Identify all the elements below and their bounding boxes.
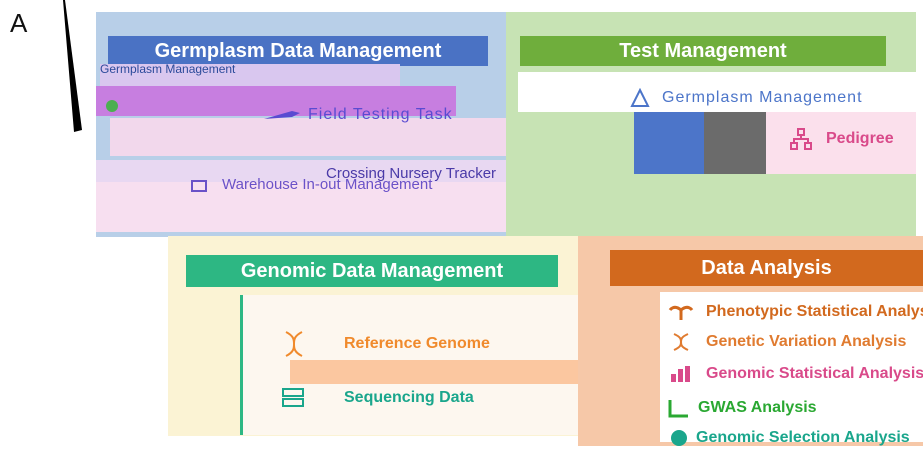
bracket-mark <box>63 0 82 132</box>
germplasm-panel-header: Germplasm Data Management <box>108 36 488 66</box>
figure-label: A <box>10 8 28 38</box>
analysis-panel-header: Data Analysis <box>610 250 923 286</box>
genomic-item[interactable]: Sequencing Data <box>280 386 474 410</box>
warehouse-label: Warehouse In-out Management <box>222 176 433 193</box>
analysis-item[interactable]: Genetic Variation Analysis <box>668 332 906 352</box>
dna-icon <box>668 332 694 352</box>
genomic-statistical-label: Genomic Statistical Analysis <box>706 365 923 382</box>
server-icon <box>280 386 308 410</box>
test-inner-block <box>704 112 766 174</box>
test-item[interactable]: Pedigree <box>790 128 894 150</box>
analysis-item[interactable]: Genomic Selection Analysis <box>668 428 910 448</box>
germplasm-item[interactable]: Crossing Nursery Tracker <box>96 165 496 182</box>
test-item[interactable]: Germplasm Management <box>628 88 863 108</box>
pedigree-label: Pedigree <box>826 130 894 147</box>
warehouse-icon <box>190 177 210 193</box>
plant-icon <box>668 302 694 322</box>
analysis-item[interactable]: Genomic Statistical Analysis <box>668 364 923 384</box>
dna-icon <box>280 330 308 358</box>
analysis-item[interactable]: Phenotypic Statistical Analysis <box>668 302 923 322</box>
sitemap-icon <box>790 128 812 150</box>
germplasm-item[interactable] <box>104 98 126 114</box>
chart-icon <box>668 364 694 384</box>
selection-icon <box>668 428 690 448</box>
germplasm-inner-band <box>110 118 530 156</box>
genetic-variation-label: Genetic Variation Analysis <box>706 333 907 350</box>
test-inner-block <box>634 112 704 174</box>
flask-icon <box>628 88 652 108</box>
rocket-icon <box>262 107 302 123</box>
chart-icon <box>668 398 690 418</box>
germplasm-item[interactable]: Field Testing Task <box>262 106 453 124</box>
germplasm-inner-band <box>96 86 456 116</box>
crossing-nursery-label: Crossing Nursery Tracker <box>326 165 497 182</box>
field-testing-task-label: Field Testing Task <box>308 106 453 123</box>
genomic-selection-label: Genomic Selection Analysis <box>696 429 910 446</box>
germplasm-inner-band <box>100 64 400 86</box>
genomic-panel-header: Genomic Data Management <box>186 255 558 287</box>
genomic-item[interactable]: Reference Genome <box>280 330 490 358</box>
germplasm-subtitle: Germplasm Management <box>100 62 236 76</box>
test-inner-block <box>518 72 916 112</box>
germplasm-inner-band <box>96 160 516 182</box>
analysis-inner-box <box>660 292 923 442</box>
gwas-label: GWAS Analysis <box>698 399 817 416</box>
phenotypic-label: Phenotypic Statistical Analysis <box>706 303 923 320</box>
analysis-item[interactable]: GWAS Analysis <box>668 398 817 418</box>
germplasm-item[interactable]: Warehouse In-out Management <box>190 176 432 193</box>
test-panel-header: Test Management <box>520 36 886 66</box>
leaf-icon <box>104 98 126 114</box>
sequencing-data-label: Sequencing Data <box>344 389 474 406</box>
germplasm-management-label: Germplasm Management <box>662 89 863 106</box>
reference-genome-label: Reference Genome <box>344 335 490 352</box>
